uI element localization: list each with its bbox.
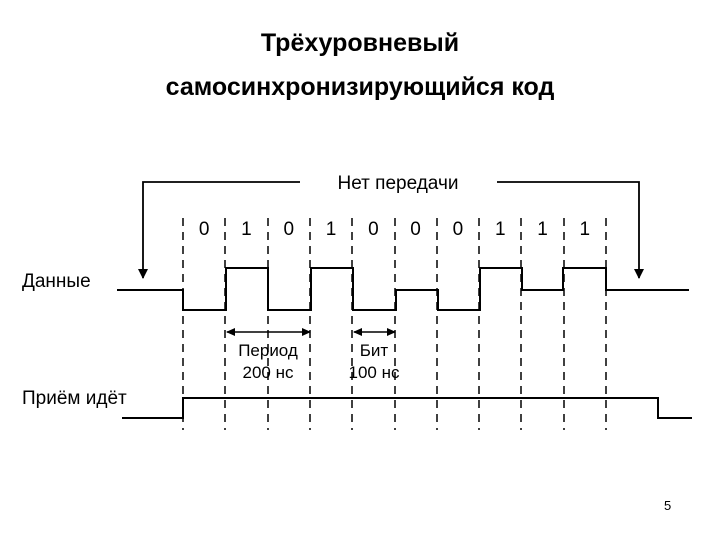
- no-transmission-left-arrow: [138, 181, 300, 279]
- bit-label-line-1: Бит: [360, 341, 389, 360]
- bit-label-line-2: 100 нс: [349, 363, 400, 382]
- no-transmission-bracket: Нет передачи: [138, 173, 644, 279]
- bit-value: 1: [326, 219, 337, 240]
- data-signal-label: Данные: [22, 271, 91, 292]
- period-annotation: Период 200 нс: [226, 328, 311, 382]
- receive-waveform: [122, 397, 692, 419]
- bit-value: 1: [537, 219, 548, 240]
- period-label-line-2: 200 нс: [243, 363, 294, 382]
- slide-title-line-1: Трёхуровневый: [260, 29, 460, 57]
- bit-value: 0: [453, 219, 464, 240]
- no-transmission-label: Нет передачи: [338, 173, 459, 194]
- bit-value: 1: [495, 219, 506, 240]
- page-number: 5: [664, 498, 672, 513]
- receive-signal-label: Приём идёт: [22, 388, 127, 409]
- bit-value: 0: [199, 219, 210, 240]
- no-transmission-right-arrow: [497, 181, 644, 279]
- slide-title-line-2: самосинхронизирующийся код: [165, 73, 555, 101]
- bit-value: 1: [580, 219, 591, 240]
- bit-value: 0: [368, 219, 379, 240]
- data-waveform: [117, 267, 689, 311]
- bit-values: 0 1 0 1 0 0 0 1 1 1: [199, 219, 590, 240]
- period-label-line-1: Период: [238, 341, 298, 360]
- bit-annotation: Бит 100 нс: [349, 328, 400, 382]
- bit-value: 1: [241, 219, 252, 240]
- bit-value: 0: [284, 219, 295, 240]
- bit-boundary-guides: [182, 218, 607, 430]
- bit-value: 0: [410, 219, 421, 240]
